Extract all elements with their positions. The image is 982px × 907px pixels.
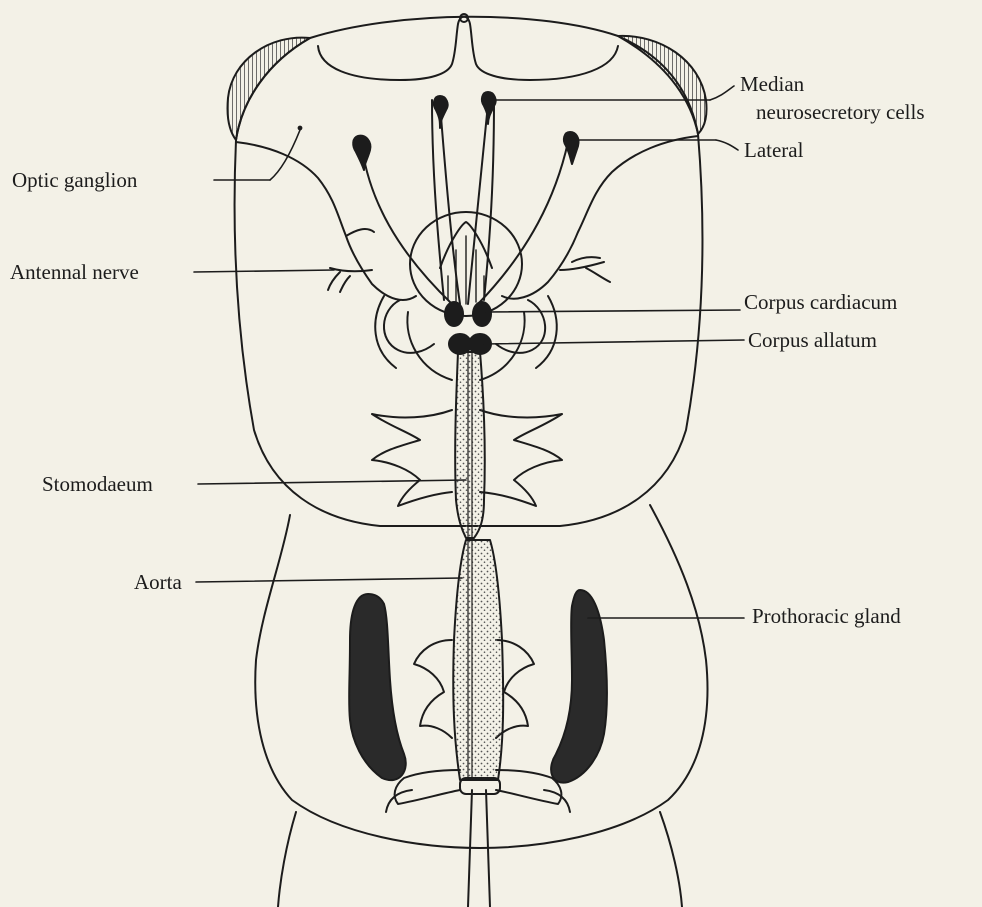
lateral-nsc-left: [353, 136, 370, 170]
aorta: [453, 540, 503, 780]
prothoracic-gland-right: [551, 590, 607, 783]
corpus-allatum-left: [449, 334, 471, 354]
antennal-nerve-left: [328, 268, 372, 292]
optic-ganglion-right: [502, 136, 698, 299]
right-compound-eye: [618, 36, 707, 134]
pointer-stomodaeum: [198, 480, 466, 484]
label-corpus-allatum: Corpus allatum: [748, 328, 877, 352]
next-segment: [278, 812, 682, 907]
pointer-aorta: [196, 578, 462, 582]
label-neurosecretory-cells: neurosecretory cells: [756, 100, 925, 124]
label-optic-ganglion: Optic ganglion: [12, 168, 137, 192]
pointer-corpus-allatum: [484, 340, 744, 344]
label-stomodaeum: Stomodaeum: [42, 472, 153, 496]
label-median: Median: [740, 72, 804, 96]
label-corpus-cardiacum: Corpus cardiacum: [744, 290, 897, 314]
corpus-cardiacum-left: [445, 302, 463, 326]
label-lateral: Lateral: [744, 138, 803, 162]
antennal-nerve-right: [560, 257, 610, 282]
label-prothoracic-gland: Prothoracic gland: [752, 604, 901, 628]
optic-ganglion-left: [236, 142, 416, 300]
label-antennal-nerve: Antennal nerve: [10, 260, 139, 284]
lateral-nsc-right: [564, 132, 579, 164]
label-aorta: Aorta: [134, 570, 182, 594]
corpus-cardiacum-right: [473, 302, 491, 326]
pointer-corpus-cardiacum: [486, 310, 740, 312]
stomodaeum: [455, 352, 485, 538]
prothoracic-gland-left: [349, 594, 406, 780]
pointer-antennal-nerve: [194, 270, 334, 272]
median-nsc-left: [434, 96, 448, 128]
